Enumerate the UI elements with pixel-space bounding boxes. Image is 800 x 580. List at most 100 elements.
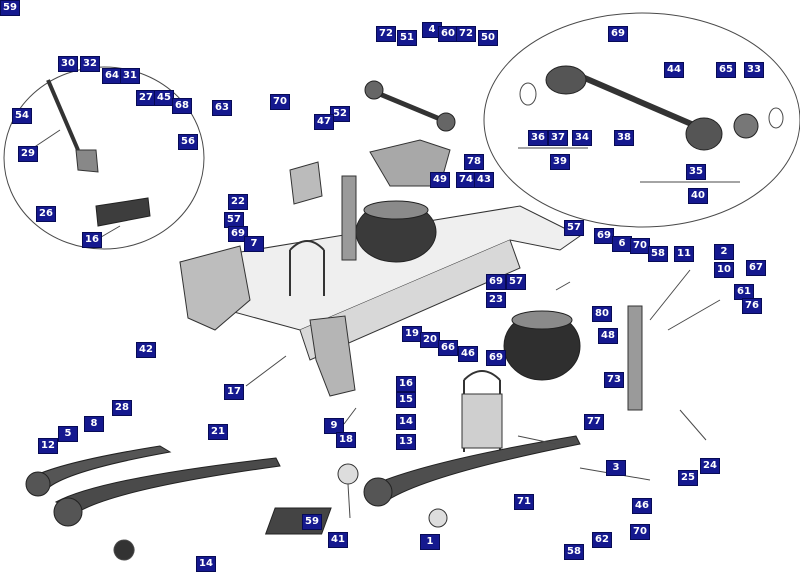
torque-rod-detail xyxy=(578,73,698,129)
callout-48[interactable]: 48 xyxy=(598,328,618,344)
u-bolt-left xyxy=(289,240,325,296)
callout-72[interactable]: 72 xyxy=(376,26,396,42)
callout-24[interactable]: 24 xyxy=(700,458,720,474)
callout-80[interactable]: 80 xyxy=(592,306,612,322)
hanger-arm xyxy=(309,315,356,397)
callout-62[interactable]: 62 xyxy=(592,532,612,548)
callout-22[interactable]: 22 xyxy=(228,194,248,210)
washer-41 xyxy=(337,463,359,485)
callout-72[interactable]: 72 xyxy=(456,26,476,42)
callout-69[interactable]: 69 xyxy=(594,228,614,244)
callout-44[interactable]: 44 xyxy=(664,62,684,78)
shock-absorber-right xyxy=(627,305,643,411)
callout-73[interactable]: 73 xyxy=(604,372,624,388)
rod-detail-left xyxy=(46,79,80,151)
callout-34[interactable]: 34 xyxy=(572,130,592,146)
callout-45[interactable]: 45 xyxy=(154,90,174,106)
callout-11[interactable]: 11 xyxy=(674,246,694,262)
callout-37[interactable]: 37 xyxy=(548,130,568,146)
callout-67[interactable]: 67 xyxy=(746,260,766,276)
callout-65[interactable]: 65 xyxy=(716,62,736,78)
callout-41[interactable]: 41 xyxy=(328,532,348,548)
callout-16[interactable]: 16 xyxy=(82,232,102,248)
pad-detail-left xyxy=(95,197,151,227)
callout-19[interactable]: 19 xyxy=(402,326,422,342)
callout-69[interactable]: 69 xyxy=(486,350,506,366)
callout-17[interactable]: 17 xyxy=(224,384,244,400)
callout-78[interactable]: 78 xyxy=(464,154,484,170)
callout-66[interactable]: 66 xyxy=(438,340,458,356)
callout-29[interactable]: 29 xyxy=(18,146,38,162)
callout-60[interactable]: 60 xyxy=(438,26,458,42)
callout-69[interactable]: 69 xyxy=(228,226,248,242)
callout-14[interactable]: 14 xyxy=(396,414,416,430)
callout-69[interactable]: 69 xyxy=(608,26,628,42)
callout-68[interactable]: 68 xyxy=(172,98,192,114)
callout-70[interactable]: 70 xyxy=(630,238,650,254)
front-bracket xyxy=(179,245,251,331)
mount-plate xyxy=(289,161,323,205)
callout-2[interactable]: 2 xyxy=(714,244,734,260)
callout-58[interactable]: 58 xyxy=(648,246,668,262)
callout-3[interactable]: 3 xyxy=(606,460,626,476)
callout-46[interactable]: 46 xyxy=(458,346,478,362)
callout-5[interactable]: 5 xyxy=(58,426,78,442)
callout-49[interactable]: 49 xyxy=(430,172,450,188)
detail-circle-left xyxy=(3,66,205,250)
callout-64[interactable]: 64 xyxy=(102,68,122,84)
callout-33[interactable]: 33 xyxy=(744,62,764,78)
callout-10[interactable]: 10 xyxy=(714,262,734,278)
callout-32[interactable]: 32 xyxy=(80,56,100,72)
callout-50[interactable]: 50 xyxy=(478,30,498,46)
callout-7[interactable]: 7 xyxy=(244,236,264,252)
callout-69[interactable]: 69 xyxy=(486,274,506,290)
callout-47[interactable]: 47 xyxy=(314,114,334,130)
callout-31[interactable]: 31 xyxy=(120,68,140,84)
callout-20[interactable]: 20 xyxy=(420,332,440,348)
callout-59[interactable]: 59 xyxy=(0,0,20,16)
shock-absorber-left xyxy=(341,175,357,261)
callout-74[interactable]: 74 xyxy=(456,172,476,188)
callout-1[interactable]: 1 xyxy=(420,534,440,550)
callout-36[interactable]: 36 xyxy=(528,130,548,146)
callout-77[interactable]: 77 xyxy=(584,414,604,430)
callout-30[interactable]: 30 xyxy=(58,56,78,72)
callout-71[interactable]: 71 xyxy=(514,494,534,510)
callout-23[interactable]: 23 xyxy=(486,292,506,308)
callout-28[interactable]: 28 xyxy=(112,400,132,416)
callout-27[interactable]: 27 xyxy=(136,90,156,106)
callout-12[interactable]: 12 xyxy=(38,438,58,454)
callout-35[interactable]: 35 xyxy=(686,164,706,180)
callout-39[interactable]: 39 xyxy=(550,154,570,170)
callout-70[interactable]: 70 xyxy=(630,524,650,540)
callout-57[interactable]: 57 xyxy=(506,274,526,290)
callout-76[interactable]: 76 xyxy=(742,298,762,314)
callout-57[interactable]: 57 xyxy=(564,220,584,236)
callout-40[interactable]: 40 xyxy=(688,188,708,204)
detail-circle-right xyxy=(483,12,800,228)
callout-8[interactable]: 8 xyxy=(84,416,104,432)
callout-13[interactable]: 13 xyxy=(396,434,416,450)
callout-25[interactable]: 25 xyxy=(678,470,698,486)
callout-56[interactable]: 56 xyxy=(178,134,198,150)
callout-16[interactable]: 16 xyxy=(396,376,416,392)
callout-63[interactable]: 63 xyxy=(212,100,232,116)
callout-46[interactable]: 46 xyxy=(632,498,652,514)
callout-26[interactable]: 26 xyxy=(36,206,56,222)
callout-21[interactable]: 21 xyxy=(208,424,228,440)
callout-54[interactable]: 54 xyxy=(12,108,32,124)
callout-15[interactable]: 15 xyxy=(396,392,416,408)
callout-42[interactable]: 42 xyxy=(136,342,156,358)
callout-43[interactable]: 43 xyxy=(474,172,494,188)
callout-59[interactable]: 59 xyxy=(302,514,322,530)
leaf-spring-center xyxy=(364,435,581,501)
callout-18[interactable]: 18 xyxy=(336,432,356,448)
callout-6[interactable]: 6 xyxy=(612,236,632,252)
callout-9[interactable]: 9 xyxy=(324,418,344,434)
callout-14[interactable]: 14 xyxy=(196,556,216,572)
callout-58[interactable]: 58 xyxy=(564,544,584,560)
callout-38[interactable]: 38 xyxy=(614,130,634,146)
callout-51[interactable]: 51 xyxy=(397,30,417,46)
callout-70[interactable]: 70 xyxy=(270,94,290,110)
